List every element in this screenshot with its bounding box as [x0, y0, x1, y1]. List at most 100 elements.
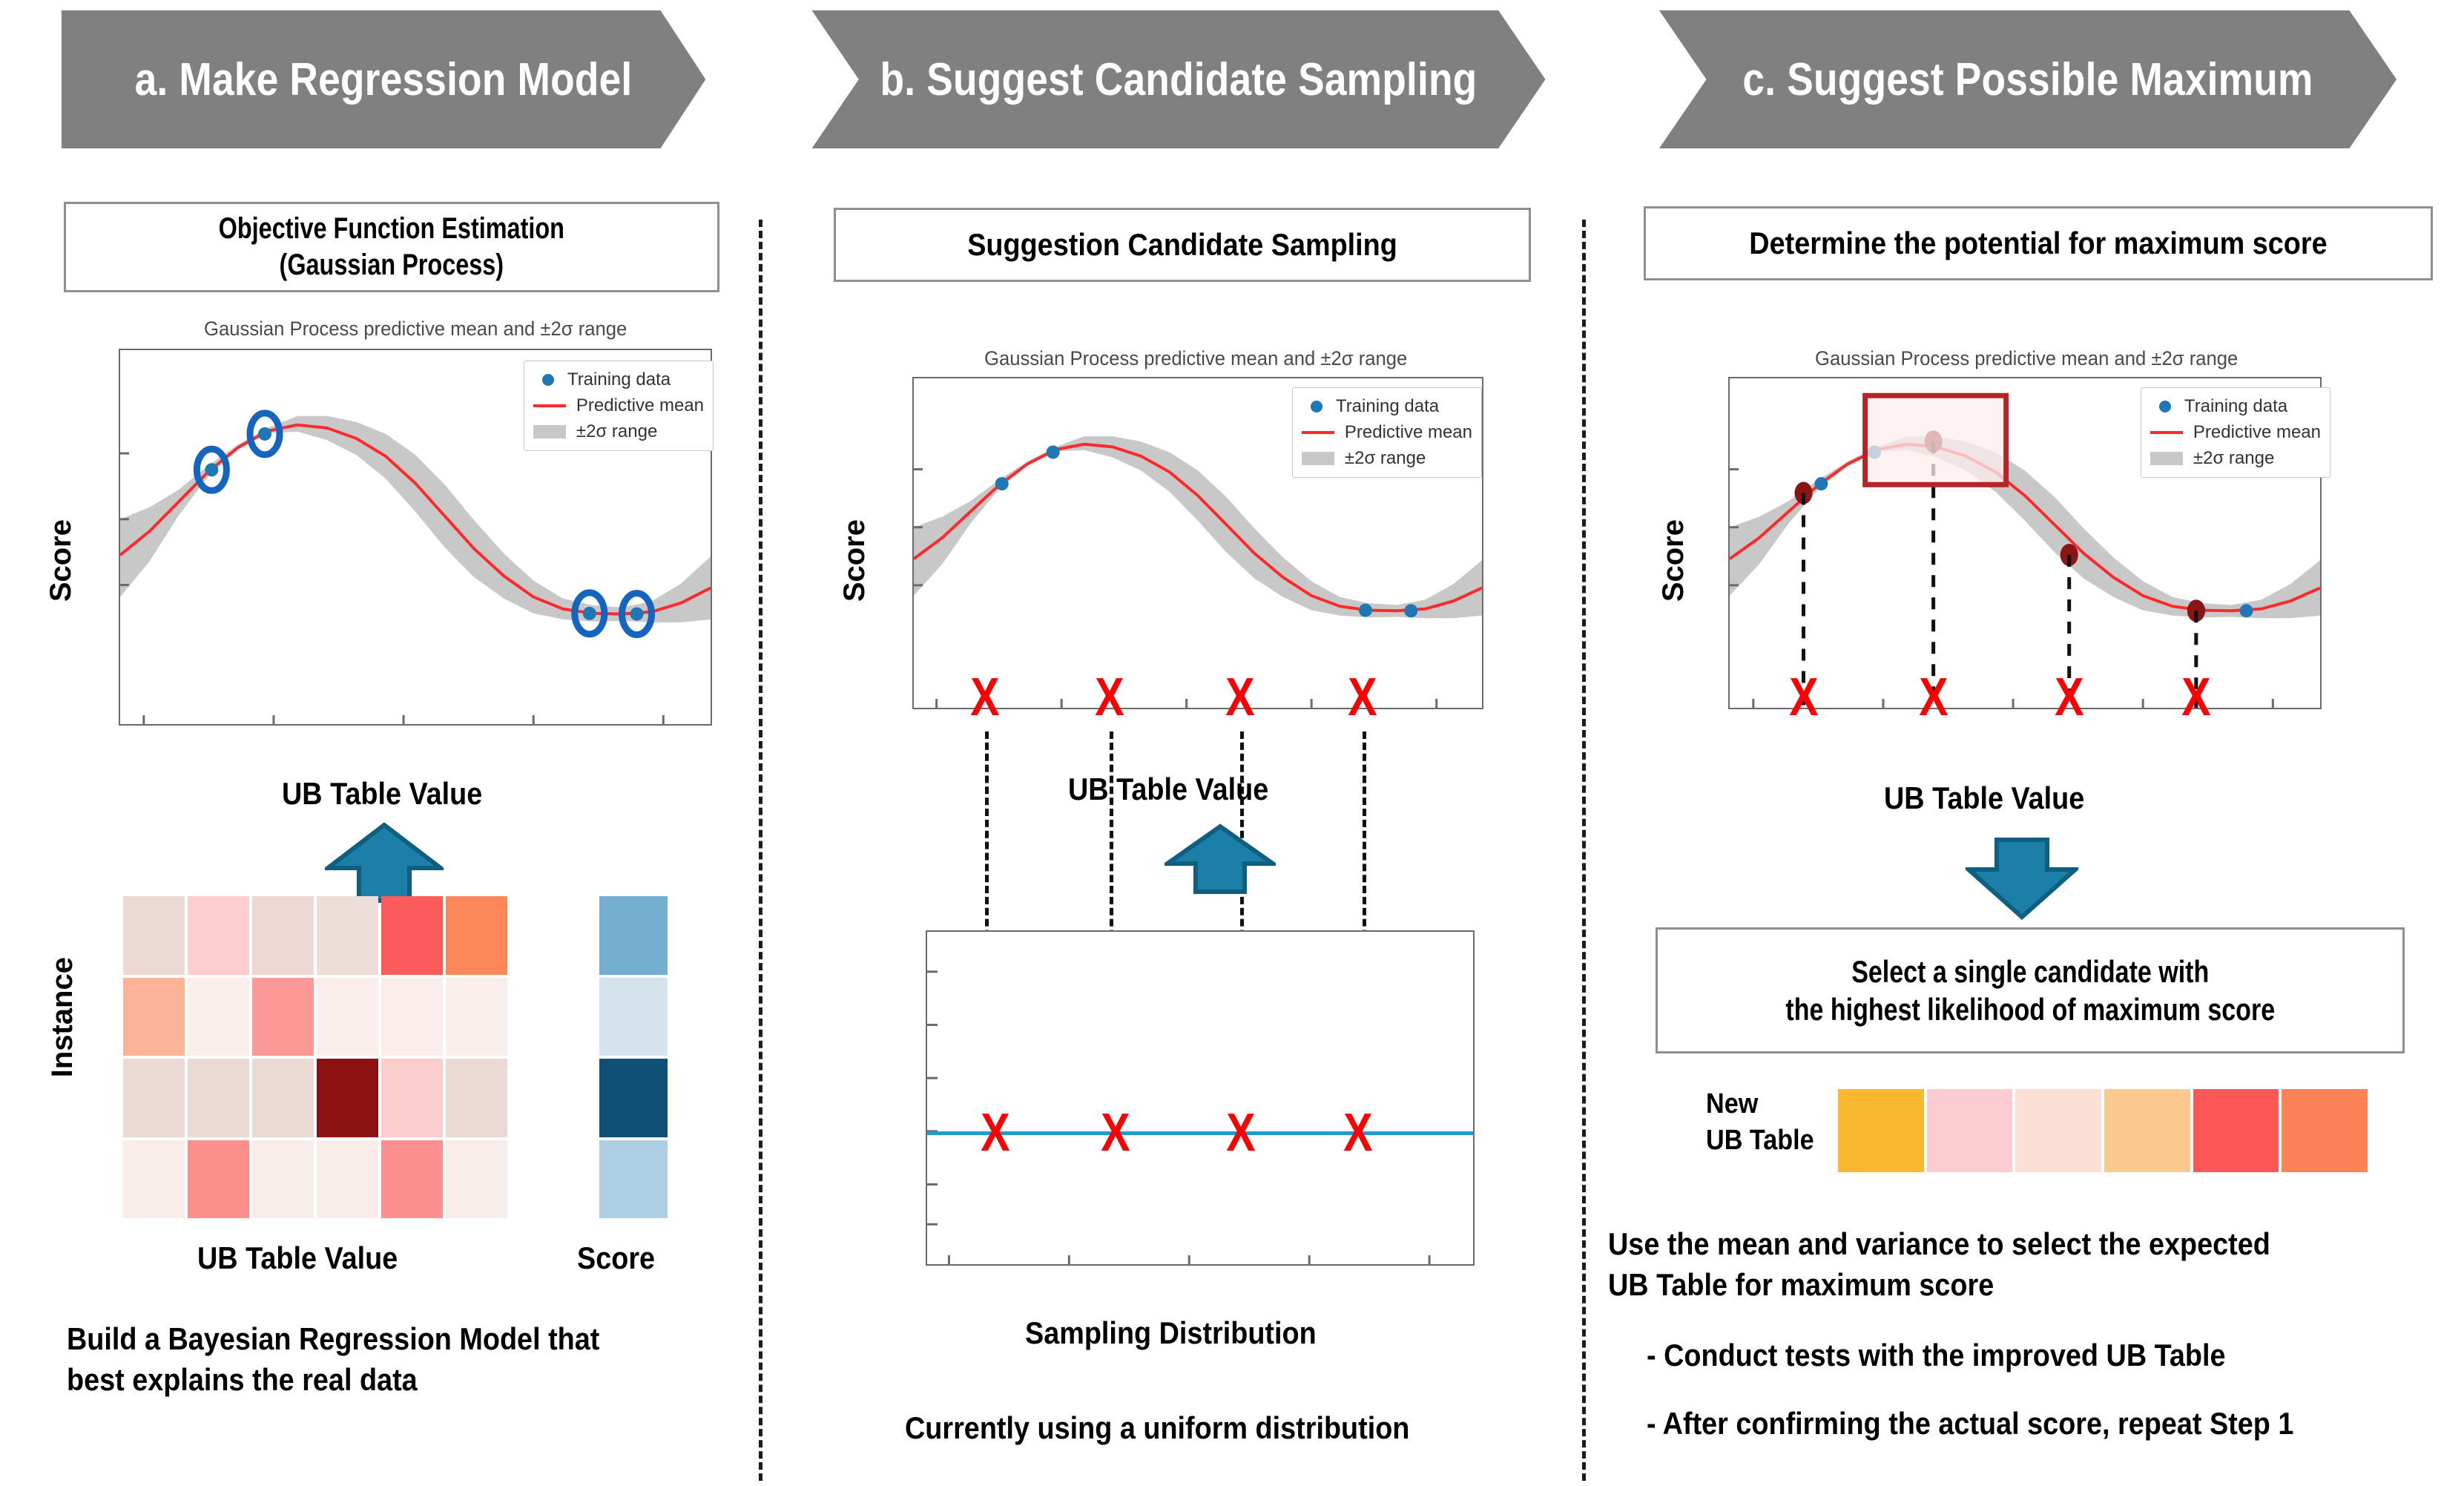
panel-a-heatmap-y-label: Instance [46, 957, 79, 1078]
panel-c-caption-line1: Use the mean and variance to select the … [1608, 1226, 2270, 1261]
legend-predictive-mean: Predictive mean [2193, 421, 2321, 442]
heatmap-cell [123, 1059, 185, 1137]
legend-sigma-range: ±2σ range [576, 421, 658, 441]
legend-sigma-range: ±2σ range [1344, 447, 1426, 468]
training-point-highlight-ring [571, 589, 608, 638]
score-cell [599, 896, 668, 975]
new-ub-table-cell [2104, 1089, 2190, 1172]
candidate-xmark[interactable]: X [1095, 668, 1124, 727]
heatmap-cell [381, 1059, 443, 1137]
new-ub-table-cell [1926, 1089, 2013, 1172]
step-c-banner[interactable]: c. Suggest Possible Maximum [1658, 10, 2397, 148]
legend-sigma-range: ±2σ range [2193, 447, 2275, 468]
step-c-label: c. Suggest Possible Maximum [1742, 53, 2313, 105]
panel-c-bullet-2: - After confirming the actual score, rep… [1647, 1406, 2294, 1441]
panel-b-chart-title: Gaussian Process predictive mean and ±2σ… [984, 347, 1408, 369]
panel-c-caption-line2: UB Table for maximum score [1608, 1266, 1994, 1302]
new-ub-table-line2: UB Table [1706, 1124, 1814, 1156]
panel-c-new-table-label: New UB Table [1706, 1086, 1826, 1158]
sampling-xmark[interactable]: X [981, 1103, 1010, 1163]
candidate-xmark[interactable]: X [1225, 668, 1256, 727]
heatmap-cell [317, 1059, 378, 1137]
score-cell [599, 1059, 668, 1137]
step-b-banner[interactable]: b. Suggest Candidate Sampling [811, 10, 1546, 148]
training-data-point [2239, 604, 2253, 618]
heatmap-cell [188, 896, 249, 975]
heatmap-cell [188, 1059, 249, 1137]
new-ub-table-cell [2193, 1089, 2279, 1172]
training-data-point [205, 463, 219, 477]
heatmap-cell [381, 977, 443, 1056]
panel-b-title: Suggestion Candidate Sampling [967, 227, 1397, 263]
candidate-xmark[interactable]: X [2181, 668, 2211, 727]
candidate-point[interactable] [2187, 599, 2205, 622]
candidate-point[interactable] [1794, 481, 1813, 504]
panel-c-arrow-label: UB Table Value [1884, 780, 2085, 815]
panel-a-heatmap-x-label: UB Table Value [197, 1240, 398, 1275]
panel-a-y-axis-label: Score [45, 519, 77, 602]
score-cell [599, 1140, 668, 1218]
training-data-point [1358, 603, 1372, 617]
training-data-dot-icon [2158, 401, 2171, 413]
panel-a-heatmap [123, 896, 507, 1218]
training-data-point [1404, 604, 1418, 618]
sigma-range-patch-icon [1301, 451, 1334, 465]
training-data-dot-icon [1310, 401, 1322, 413]
panel-c-bullet-1: - Conduct tests with the improved UB Tab… [1647, 1338, 2226, 1372]
candidate-xmark[interactable]: X [970, 668, 1000, 727]
panel-b-sampling-svg [927, 970, 1431, 1264]
training-data-point [1046, 445, 1060, 459]
sigma-range-patch-icon [2150, 451, 2183, 465]
panel-a-caption-line1: Build a Bayesian Regression Model that [67, 1321, 600, 1356]
panel-b-caption-2: Currently using a uniform distribution [905, 1410, 1410, 1445]
new-ub-table-cell [1838, 1089, 1924, 1172]
score-cell [599, 977, 668, 1056]
training-data-point [1814, 477, 1828, 491]
heatmap-cell [188, 1140, 249, 1218]
panel-b-legend: Training data Predictive mean ±2σ range [1291, 387, 1482, 479]
sampling-xmark[interactable]: X [1101, 1103, 1130, 1163]
process-step-ribbon: a. Make Regression Model b. Suggest Cand… [0, 10, 2464, 148]
sampling-xmark[interactable]: X [1343, 1103, 1374, 1163]
panel-a-legend: Training data Predictive mean ±2σ range [523, 361, 714, 452]
legend-training-data: Training data [1335, 396, 1440, 416]
highlighted-candidate-box [1862, 392, 2009, 487]
panel-a-title-line2: (Gaussian Process) [279, 249, 504, 281]
candidate-xmark[interactable]: X [1348, 668, 1377, 727]
panel-c-title-box: Determine the potential for maximum scor… [1644, 206, 2433, 280]
candidate-xmark[interactable]: X [1918, 668, 1949, 727]
heatmap-cell [381, 896, 443, 975]
heatmap-cell [381, 1140, 443, 1218]
panel-a-title-box: Objective Function Estimation (Gaussian … [64, 202, 719, 292]
panel-a-gp-chart: Gaussian Process predictive mean and ±2σ… [104, 318, 727, 733]
new-ub-table-cell [2282, 1089, 2368, 1172]
predictive-mean-line-icon [1301, 431, 1334, 435]
heatmap-cell [446, 1059, 507, 1137]
panel-b-gp-chart: Gaussian Process predictive mean and ±2σ… [899, 347, 1492, 733]
candidate-xmark[interactable]: X [2054, 668, 2084, 727]
panel-a-score-label: Score [577, 1240, 656, 1275]
legend-predictive-mean: Predictive mean [576, 395, 704, 415]
predictive-mean-line-icon [2150, 431, 2183, 435]
heatmap-cell [446, 896, 507, 975]
training-data-point [582, 606, 596, 620]
legend-predictive-mean: Predictive mean [1344, 421, 1472, 442]
panel-b-y-axis-label: Score [838, 519, 871, 602]
sampling-xmark[interactable]: X [1226, 1103, 1256, 1163]
new-ub-table-cell [2015, 1089, 2101, 1172]
heatmap-cell [123, 1140, 185, 1218]
heatmap-cell [446, 1140, 507, 1218]
step-a-banner[interactable]: a. Make Regression Model [61, 10, 706, 148]
candidate-xmark[interactable]: X [1788, 668, 1819, 727]
training-point-highlight-ring [619, 590, 655, 639]
divider-a-b [759, 220, 762, 1481]
training-point-highlight-ring [193, 445, 230, 494]
training-point-highlight-ring [246, 410, 283, 458]
legend-training-data: Training data [2184, 396, 2288, 416]
panel-a-caption-line2: best explains the real data [67, 1361, 418, 1397]
step-b-label: b. Suggest Candidate Sampling [880, 53, 1478, 105]
new-ub-table-line1: New [1706, 1088, 1759, 1120]
panel-c-down-arrow-icon [1966, 838, 2078, 920]
panel-c-select-line1: Select a single candidate with [1851, 953, 2210, 989]
panel-c-caption: Use the mean and variance to select the … [1608, 1224, 2454, 1305]
